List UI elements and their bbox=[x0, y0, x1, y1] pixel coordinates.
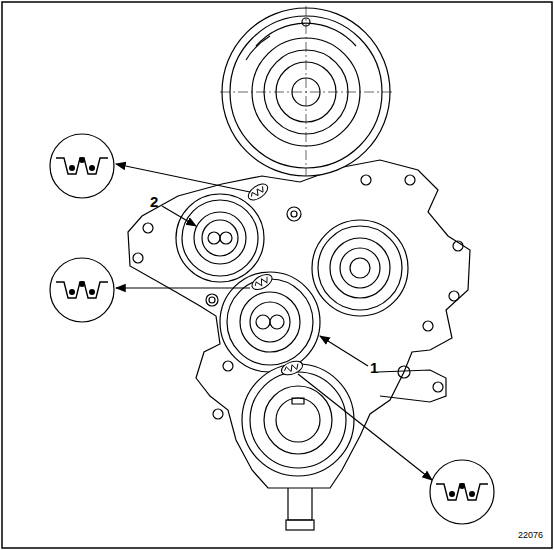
figure-number: 22076 bbox=[518, 531, 543, 540]
callout-number: 1 bbox=[370, 360, 378, 375]
callout-number: 2 bbox=[150, 194, 158, 209]
